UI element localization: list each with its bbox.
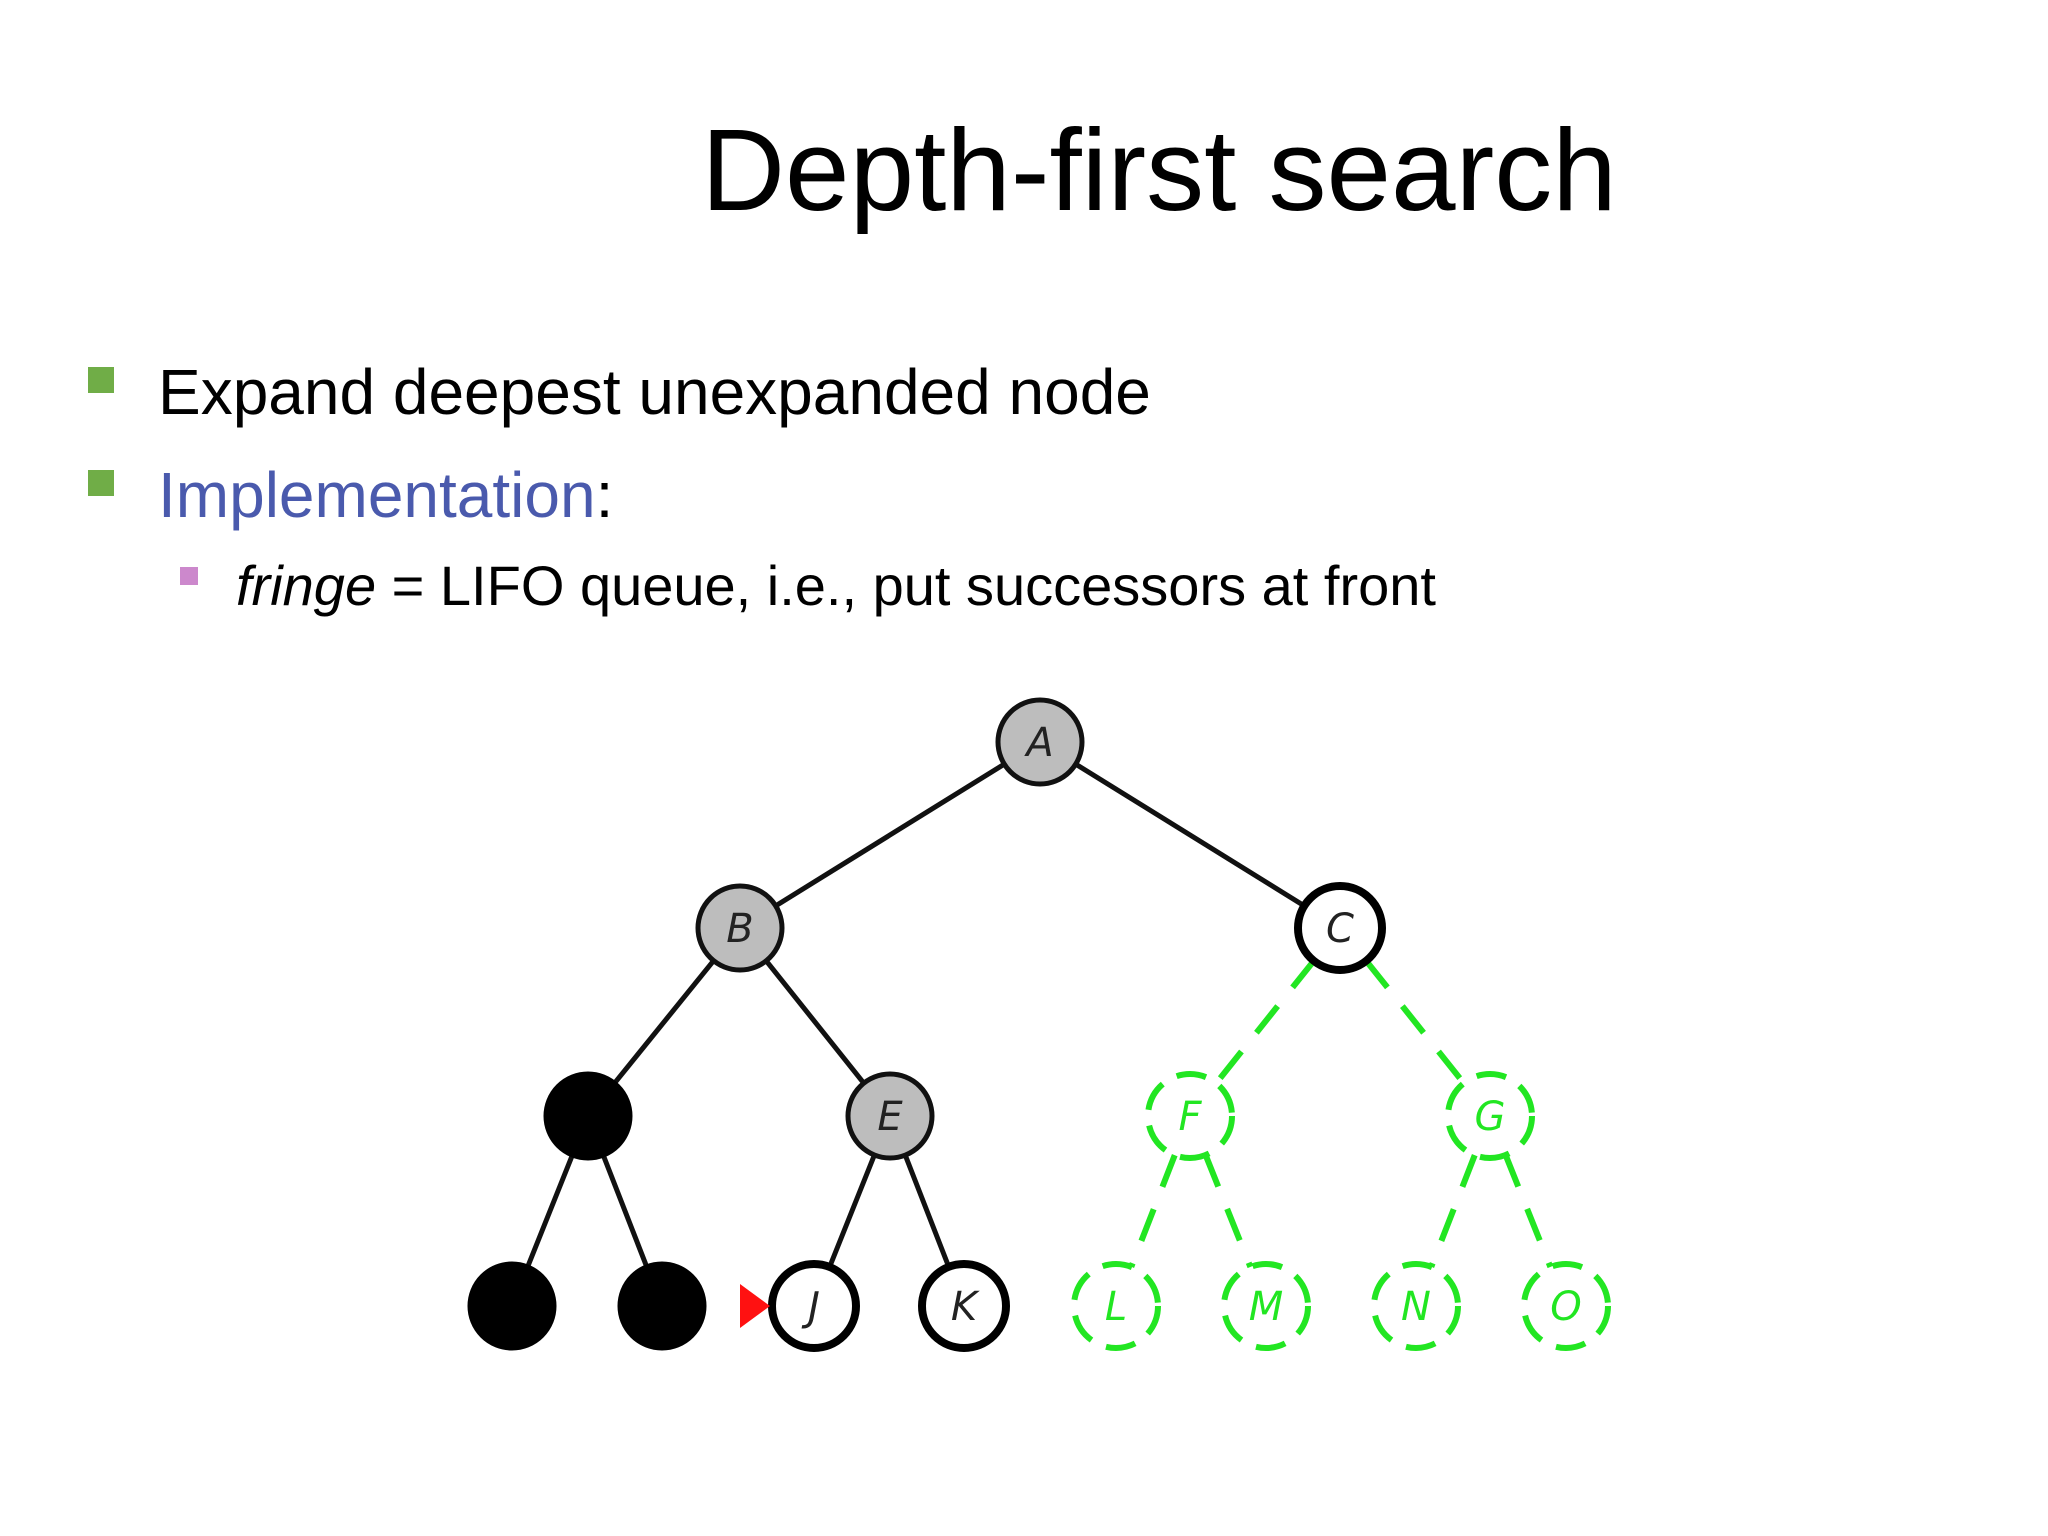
tree-edge-b-d [612, 959, 716, 1085]
tree-edge-b-e [764, 959, 866, 1085]
tree-node-f: F [1145, 1071, 1235, 1161]
tree-node-label: B [726, 906, 753, 952]
tree-node-circle [1445, 1071, 1535, 1161]
slide-title: Depth-first search [701, 105, 1617, 235]
tree-node-circle [467, 1261, 557, 1351]
tree-node-circle [768, 1260, 860, 1352]
bullet-expand-deepest: Expand deepest unexpanded node [88, 352, 1151, 432]
tree-node-b: B [695, 883, 785, 973]
tree-node-g: G [1445, 1071, 1535, 1161]
tree-node-label: L [1105, 1284, 1127, 1330]
tree-node-e: E [845, 1071, 935, 1161]
tree-node-circle [918, 1260, 1010, 1352]
bullet-text-wrapper: Implementation: [158, 455, 613, 535]
tree-node-circle [543, 1071, 633, 1161]
tree-edges [525, 762, 1554, 1269]
tree-node-a: A [995, 697, 1085, 787]
tree-node-label: C [1326, 906, 1354, 952]
tree-node-circle [845, 1071, 935, 1161]
implementation-colon: : [595, 459, 614, 531]
tree-node-d [543, 1071, 633, 1161]
sub-bullet-text-wrapper: fringe = LIFO queue, i.e., put successor… [236, 550, 1436, 622]
bullet-implementation: Implementation: [88, 455, 613, 535]
tree-node-label: A [1023, 720, 1053, 766]
tree-node-m: M [1221, 1261, 1311, 1351]
tree-edge-e-k [902, 1154, 952, 1268]
green-square-bullet-icon [88, 367, 114, 393]
current-node-arrow-icon [740, 1284, 770, 1328]
tree-edge-a-c [1074, 762, 1306, 908]
tree-node-l: L [1071, 1261, 1161, 1351]
tree-edge-g-o [1502, 1153, 1554, 1269]
tree-node-circle [1521, 1261, 1611, 1351]
tree-edge-c-g [1363, 958, 1467, 1086]
bullet-text: Expand deepest unexpanded node [158, 356, 1151, 428]
tree-node-circle [1371, 1261, 1461, 1351]
tree-node-circle [1145, 1071, 1235, 1161]
tree-node-k: K [918, 1260, 1010, 1352]
tree-node-label: N [1401, 1284, 1431, 1330]
tree-node-circle [695, 883, 785, 973]
sub-bullet-text: = LIFO queue, i.e., put successors at fr… [376, 554, 1436, 617]
tree-node-h [467, 1261, 557, 1351]
tree-node-label: K [951, 1284, 980, 1330]
tree-node-circle [1071, 1261, 1161, 1351]
tree-node-circle [1294, 882, 1386, 974]
tree-edge-g-n [1428, 1154, 1478, 1268]
tree-node-label: E [877, 1094, 903, 1140]
tree-nodes: A B C E F G J K L M N O [467, 697, 1611, 1352]
green-square-bullet-icon [88, 470, 114, 496]
tree-node-circle [617, 1261, 707, 1351]
tree-node-label: O [1550, 1284, 1581, 1330]
tree-edge-f-m [1202, 1153, 1254, 1269]
tree-node-label: M [1249, 1284, 1284, 1330]
tree-edge-f-l [1128, 1154, 1178, 1268]
tree-node-i [617, 1261, 707, 1351]
current-node-marker-layer [740, 1284, 770, 1328]
tree-node-o: O [1521, 1261, 1611, 1351]
bullet-list: Expand deepest unexpanded node Implement… [0, 0, 2048, 700]
tree-edge-a-b [774, 762, 1006, 908]
tree-edge-d-h [525, 1154, 575, 1268]
tree-edge-e-j [827, 1154, 877, 1268]
tree-edge-c-f [1213, 958, 1317, 1086]
pink-square-bullet-icon [180, 567, 198, 585]
fringe-term: fringe [236, 554, 377, 617]
implementation-link[interactable]: Implementation [158, 459, 596, 531]
sub-bullet-fringe: fringe = LIFO queue, i.e., put successor… [180, 550, 1436, 622]
tree-node-label: F [1178, 1094, 1202, 1140]
tree-node-c: C [1294, 882, 1386, 974]
tree-node-j: J [768, 1260, 860, 1352]
tree-node-n: N [1371, 1261, 1461, 1351]
tree-edge-d-i [600, 1154, 650, 1268]
tree-node-circle [1221, 1261, 1311, 1351]
tree-node-circle [995, 697, 1085, 787]
tree-node-label: G [1475, 1094, 1506, 1140]
